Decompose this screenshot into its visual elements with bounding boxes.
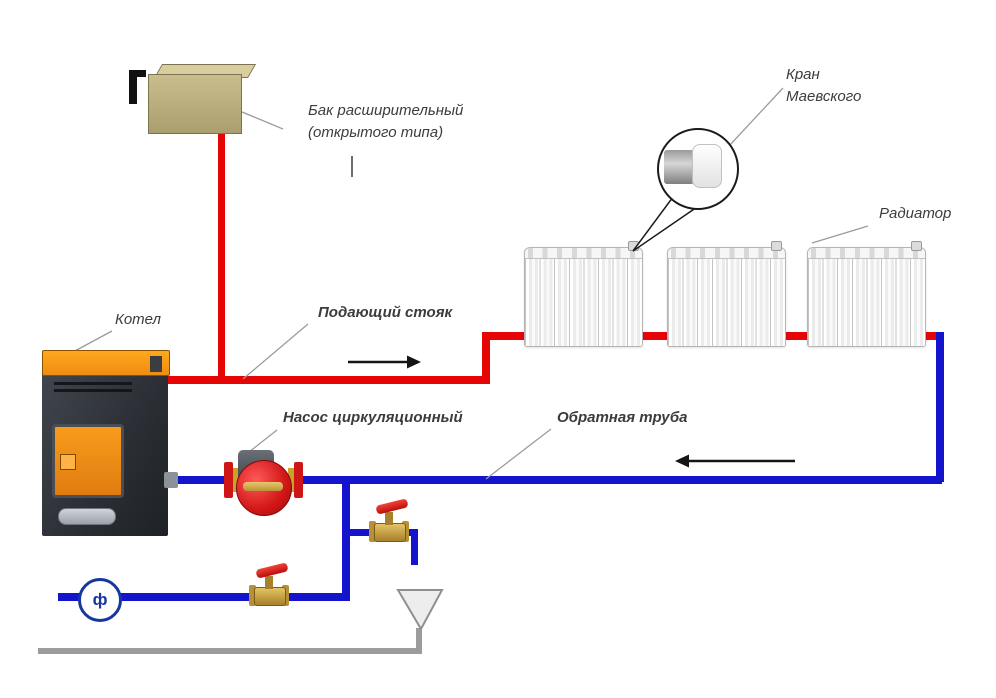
radiator-2 bbox=[667, 247, 786, 347]
boiler-flue-stub bbox=[150, 356, 162, 372]
valve-1-stem bbox=[385, 512, 393, 525]
radiator-top-manifold bbox=[525, 248, 642, 259]
mayevsky-valve-cap bbox=[692, 144, 722, 188]
boiler-return-stub bbox=[164, 472, 178, 488]
supply-up-pipe bbox=[482, 334, 490, 380]
drain-funnel-icon bbox=[396, 589, 444, 632]
return-pipe-leader-line bbox=[485, 428, 552, 480]
valve-1-nut bbox=[369, 521, 376, 542]
valve-2-nut bbox=[249, 585, 256, 606]
boiler-label: Котел bbox=[115, 311, 161, 328]
return-right-vertical-pipe bbox=[936, 332, 944, 482]
sewer-vertical-pipe bbox=[416, 628, 422, 650]
return-flow-arrow-head bbox=[675, 454, 689, 468]
radiator-1 bbox=[524, 247, 643, 347]
expansion-tank-bracket bbox=[129, 70, 146, 77]
mayevsky-label-line2: Маевского bbox=[786, 88, 862, 105]
expansion-tank-label-line2: (открытого типа) bbox=[308, 124, 444, 141]
mayevsky-label-line1: Кран bbox=[786, 66, 820, 83]
filter-letter: ф bbox=[92, 590, 108, 609]
return-horizontal-pipe bbox=[160, 476, 942, 484]
radiator-top-manifold bbox=[808, 248, 925, 259]
radiator-air-nub bbox=[771, 241, 782, 251]
boiler-leader-line bbox=[72, 330, 113, 353]
boiler-ash-slot bbox=[58, 508, 116, 525]
supply-riser-vertical-pipe bbox=[218, 126, 225, 380]
radiator-3 bbox=[807, 247, 926, 347]
expansion-tank bbox=[148, 74, 242, 134]
radiator-label: Радиатор bbox=[879, 205, 952, 222]
pump-flange-left bbox=[224, 462, 233, 498]
radiator-leader-line bbox=[811, 225, 869, 244]
radiator-sections bbox=[808, 259, 925, 346]
filter-symbol: ф bbox=[78, 578, 122, 622]
circulation-pump-label: Насос циркуляционный bbox=[283, 409, 463, 426]
supply-riser-label: Подающий стояк bbox=[318, 304, 453, 321]
expansion-tank-label-line1: Бак расширительный bbox=[308, 102, 464, 119]
boiler-badge bbox=[60, 454, 76, 470]
bottom-horizontal-pipe bbox=[58, 593, 350, 601]
mayevsky-leader-line bbox=[728, 87, 784, 147]
boiler-vents bbox=[54, 382, 132, 395]
pump-flange-right bbox=[294, 462, 303, 498]
radiator-top-manifold bbox=[668, 248, 785, 259]
pump-leader-line bbox=[248, 429, 278, 453]
radiator-air-nub bbox=[911, 241, 922, 251]
return-pipe-label: Обратная труба bbox=[557, 409, 688, 426]
supply-horizontal-pipe bbox=[155, 376, 490, 384]
mayevsky-label: Кран Маевского bbox=[786, 64, 861, 108]
branch-vertical-pipe bbox=[342, 480, 350, 599]
supply-riser-leader-line bbox=[242, 323, 309, 380]
ball-valve-2 bbox=[254, 587, 286, 606]
pump-label-band bbox=[243, 482, 283, 491]
expansion-tank-label: Бак расширительный (открытого типа) bbox=[308, 100, 463, 144]
mayevsky-valve-body bbox=[664, 150, 694, 184]
drain-outlet-pipe bbox=[411, 529, 418, 565]
supply-flow-arrow-head bbox=[407, 355, 421, 369]
radiator-sections bbox=[525, 259, 642, 346]
mayevsky-valve-on-radiator-icon bbox=[628, 241, 639, 251]
radiator-sections bbox=[668, 259, 785, 346]
valve-2-stem bbox=[265, 576, 273, 589]
ball-valve-1 bbox=[374, 523, 406, 542]
expansion-tank-bracket bbox=[129, 70, 137, 104]
sewer-horizontal-pipe bbox=[38, 648, 422, 654]
